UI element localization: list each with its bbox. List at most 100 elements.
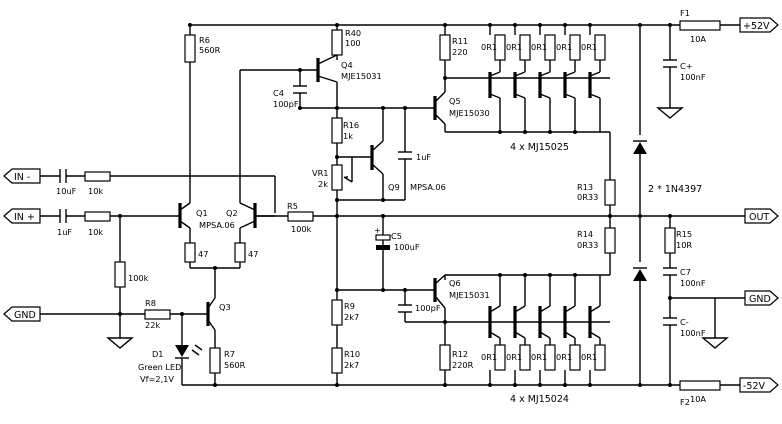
connector-in-minus-label: IN -: [14, 172, 30, 183]
resistor-0r1: [519, 34, 531, 61]
connector-in-plus-label: IN +: [14, 212, 35, 223]
c6-val: 100pF: [415, 303, 441, 313]
f1-ref: F1: [680, 8, 690, 18]
output-lower-label: 4 x MJ15024: [510, 394, 569, 405]
r16-ref: R16: [343, 120, 359, 130]
r11-val: 220: [452, 47, 468, 57]
r7-ref: R7: [224, 349, 235, 359]
f2-ref: F2: [680, 397, 690, 407]
f2-val: 10A: [690, 394, 706, 404]
connector-neg-rail: [739, 377, 779, 393]
neg-rail-label: -52V: [743, 381, 766, 392]
d1-ref: D1: [152, 349, 164, 359]
vr1-ref: VR1: [312, 168, 329, 178]
resistor-r10: [331, 347, 343, 374]
r9-val: 2k7: [344, 312, 359, 322]
r8-ref: R8: [145, 298, 156, 308]
r9-ref: R9: [344, 301, 355, 311]
r6-ref: R6: [199, 35, 210, 45]
d1-vf: Vf=2,1V: [140, 374, 174, 384]
ground-icon: [701, 337, 729, 349]
transistors: [178, 54, 601, 339]
c5-val: 100uF: [394, 242, 420, 252]
r40-ref: R40: [345, 28, 361, 38]
r10-val: 2k7: [344, 360, 359, 370]
ground-icon: [106, 337, 134, 349]
r15-val: 10R: [676, 240, 692, 250]
diodes-label: 2 * 1N4397: [648, 184, 702, 195]
connector-in-plus: [3, 208, 41, 224]
resistor-rin1: [84, 171, 111, 182]
c7-ref: C7: [680, 267, 691, 277]
pos-rail-label: +52V: [743, 21, 770, 32]
q6-ref: Q6: [449, 278, 461, 288]
resistor-0r1: [494, 344, 506, 371]
r14-ref: R14: [577, 229, 593, 239]
r40-val: 100: [345, 38, 361, 48]
resistor-re2: [234, 242, 246, 263]
component-labels: R6 560R R40 100 Q4 MJE15031 C4 100pF R16…: [56, 8, 706, 407]
emitter-resistor-label: 0R1: [506, 352, 522, 362]
resistor-r7: [209, 347, 221, 374]
resistor-0r1: [544, 34, 556, 61]
resistor-rin2: [84, 211, 111, 222]
fuse-f1: [679, 20, 721, 31]
c4-val: 100pF: [273, 99, 299, 109]
r5-val: 100k: [291, 224, 312, 234]
out-label: OUT: [749, 212, 769, 223]
resistor-r13: [604, 179, 616, 206]
capacitors: +: [59, 59, 677, 326]
vr1-val: 2k: [318, 179, 328, 189]
resistor-r14: [604, 227, 616, 254]
fuse-f2: [679, 380, 721, 391]
re1-val: 47: [198, 249, 208, 259]
svg-text:+: +: [374, 225, 381, 235]
q5-ref: Q5: [449, 96, 461, 106]
emitter-resistor-label: 0R1: [581, 352, 597, 362]
r16-val: 1k: [343, 131, 353, 141]
cin1-val: 10uF: [56, 186, 77, 196]
output-upper-label: 4 x MJ15025: [510, 142, 569, 153]
r6-val: 560R: [199, 45, 221, 55]
cpos-ref: C+: [680, 61, 693, 71]
rin2-val: 10k: [88, 227, 103, 237]
resistor-0r1: [569, 344, 581, 371]
r14-val: 0R33: [577, 240, 598, 250]
wires: [40, 24, 745, 386]
c4-ref: C4: [273, 88, 284, 98]
connector-in-minus: [3, 168, 41, 184]
emitter-resistor-label: 0R1: [556, 352, 572, 362]
resistor-r5: [287, 211, 314, 222]
q2-ref: Q2: [226, 208, 238, 218]
emitter-resistor-label: 0R1: [531, 352, 547, 362]
resistors: [84, 20, 721, 391]
connector-pos-rail: [739, 17, 779, 33]
resistor-re1: [184, 242, 196, 263]
c9-val: 1uF: [416, 152, 431, 162]
resistor-r6: [184, 34, 196, 63]
connector-out: [744, 208, 779, 224]
cneg-val: 100nF: [680, 328, 706, 338]
cneg-ref: C-: [680, 317, 689, 327]
resistor-r15: [664, 227, 676, 254]
connectors: IN - IN + GND +52V OUT GND -52V: [3, 17, 779, 393]
emitter-resistor-label: 0R1: [481, 42, 497, 52]
cin2-val: 1uF: [57, 227, 72, 237]
resistor-0r1: [519, 344, 531, 371]
q4-ref: Q4: [341, 60, 353, 70]
q1-ref: Q1: [196, 208, 208, 218]
q9-val: MPSA.06: [410, 182, 446, 192]
r7-val: 560R: [224, 360, 246, 370]
led-icon: [175, 345, 189, 357]
c5-ref: C5: [391, 231, 402, 241]
resistor-r11: [439, 34, 451, 61]
q6-val: MJE15031: [449, 290, 490, 300]
resistor-0r1: [544, 344, 556, 371]
resistor-0r1: [594, 344, 606, 371]
junction-dots: [118, 23, 672, 387]
q5-val: MJE15030: [449, 108, 490, 118]
ground-symbols: [106, 107, 729, 349]
q3-ref: Q3: [219, 302, 231, 312]
cpos-val: 100nF: [680, 72, 706, 82]
